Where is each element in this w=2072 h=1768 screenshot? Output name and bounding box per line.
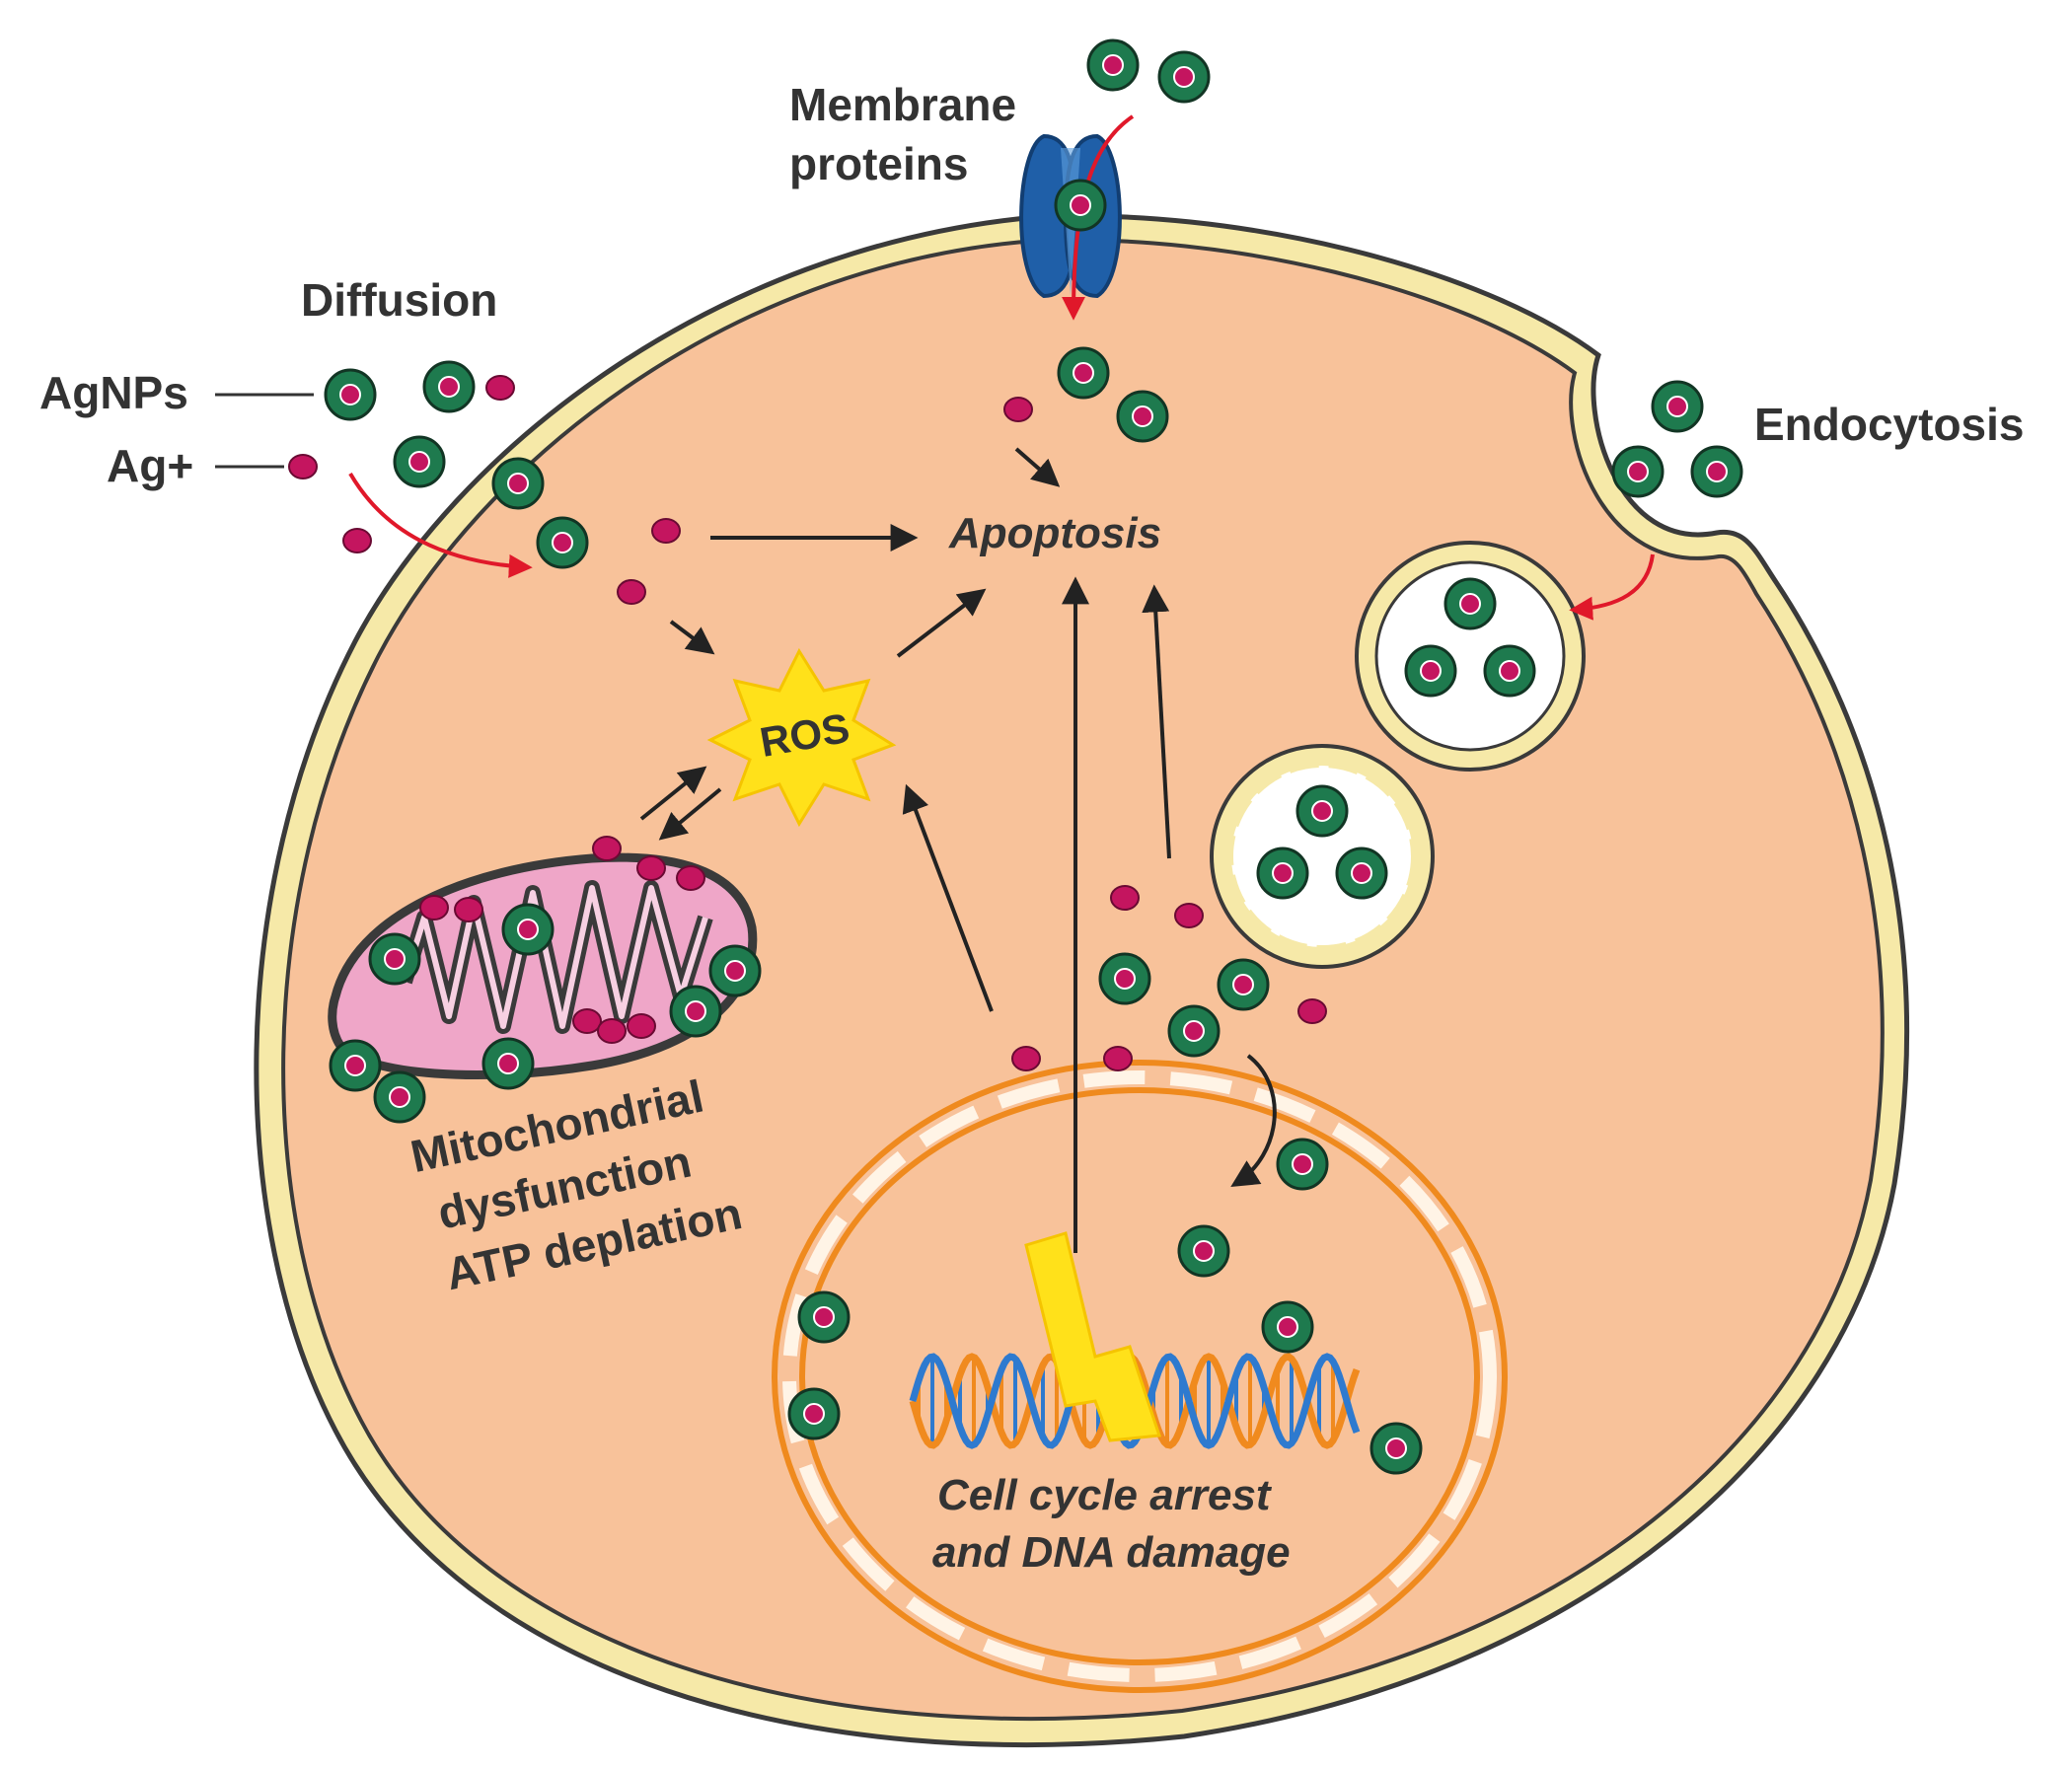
agnp-nanoparticle	[1483, 644, 1536, 698]
pathway-arrows	[639, 447, 1277, 1253]
agnp-nanoparticle	[1651, 380, 1704, 433]
agnp-nanoparticle	[1177, 1224, 1230, 1278]
agnp-nanoparticle	[708, 944, 762, 997]
silver-ion	[676, 865, 705, 891]
agnp-nanoparticle	[1404, 644, 1457, 698]
silver-ion	[627, 1013, 656, 1039]
agnp-nanoparticle	[1167, 1004, 1221, 1058]
arrow-endocytosis-entry	[1569, 553, 1655, 621]
label-apoptosis: Apoptosis	[948, 509, 1161, 557]
endosome-upper	[1355, 541, 1586, 772]
silver-ion	[572, 1008, 602, 1034]
ros-burst-icon	[706, 647, 897, 828]
agnp-nanoparticle	[491, 457, 545, 510]
agnp-nanoparticle	[536, 516, 589, 569]
agnp-nanoparticle	[393, 435, 446, 488]
agnp-nanoparticle	[1261, 1300, 1314, 1354]
label-membrane-proteins-line1: Membrane	[789, 79, 1016, 130]
agnp-nanoparticle	[1157, 50, 1211, 104]
particles-layer	[288, 38, 1743, 1475]
arrow-diffusion-entry	[348, 472, 533, 578]
silver-ion	[592, 836, 622, 861]
agnp-nanoparticle	[1335, 847, 1388, 900]
arrow-ros-to-apoptosis	[896, 588, 987, 658]
agnp-nanoparticle	[1295, 784, 1349, 838]
silver-ion	[1297, 998, 1327, 1024]
dna-damage-bolt-icon	[1024, 1231, 1162, 1442]
endosome-lower	[1210, 744, 1435, 969]
agnp-nanoparticle	[1443, 577, 1497, 630]
label-nucleus-line2: and DNA damage	[932, 1528, 1291, 1577]
agnp-nanoparticle	[1217, 958, 1270, 1011]
agnp-nanoparticle	[481, 1037, 535, 1090]
silver-ion	[454, 897, 483, 922]
label-membrane-proteins-line2: proteins	[789, 138, 968, 189]
silver-ion	[342, 528, 372, 553]
silver-ion	[1174, 903, 1204, 928]
silver-ion	[617, 579, 646, 605]
agnp-nanoparticle	[329, 1039, 382, 1092]
agnp-nanoparticle	[1098, 952, 1151, 1005]
silver-ion	[1110, 885, 1140, 911]
arrow-cytoplasm-to-apoptosis	[1142, 584, 1171, 859]
arrow-into-nucleus	[1230, 1054, 1277, 1187]
silver-ion	[651, 518, 681, 544]
silver-ion	[485, 375, 515, 401]
arrow-mito-to-ros	[639, 766, 707, 821]
label-ag-ion: Ag+	[107, 440, 193, 491]
agnp-nanoparticle	[1116, 390, 1169, 443]
agnp-nanoparticle	[501, 903, 555, 956]
agnp-nanoparticle	[1256, 847, 1309, 900]
silver-ion	[1103, 1046, 1133, 1071]
agnp-nanoparticle	[1276, 1138, 1329, 1191]
agnp-nanoparticle	[787, 1387, 841, 1440]
silver-ion	[419, 895, 449, 921]
label-diffusion: Diffusion	[301, 274, 497, 326]
agnp-nanoparticle	[1369, 1422, 1423, 1475]
label-endocytosis: Endocytosis	[1754, 399, 2025, 450]
silver-ion	[636, 855, 666, 881]
agnp-nanoparticle	[669, 985, 722, 1038]
agnp-nanoparticle	[1086, 38, 1140, 92]
agnp-nanoparticle	[1611, 445, 1665, 498]
arrow-ros-to-mito	[658, 787, 722, 841]
agnp-nanoparticle	[422, 360, 476, 413]
agnp-nanoparticle	[1054, 179, 1107, 232]
agnp-nanoparticle	[373, 1070, 426, 1124]
nucleus	[772, 1060, 1508, 1693]
agnp-nanoparticle	[1690, 445, 1743, 498]
label-leaders	[215, 393, 314, 469]
silver-ion	[597, 1018, 627, 1044]
agnp-nanoparticle	[1057, 346, 1110, 400]
label-nucleus-line1: Cell cycle arrest	[937, 1471, 1273, 1519]
arrow-nucleus-to-ros	[902, 783, 994, 1012]
agnp-nanoparticle	[324, 368, 377, 421]
arrow-channel-to-apoptosis	[1014, 447, 1061, 487]
agnp-nanoparticle	[368, 932, 421, 986]
silver-ion	[1003, 397, 1033, 422]
agnp-nanoparticle	[797, 1290, 851, 1344]
nuclear-pores	[782, 1070, 1497, 1682]
label-agnps: AgNPs	[39, 367, 188, 418]
arrow-ions-to-ros	[669, 620, 715, 655]
silver-ion	[1011, 1046, 1041, 1071]
silver-ion	[288, 454, 318, 479]
